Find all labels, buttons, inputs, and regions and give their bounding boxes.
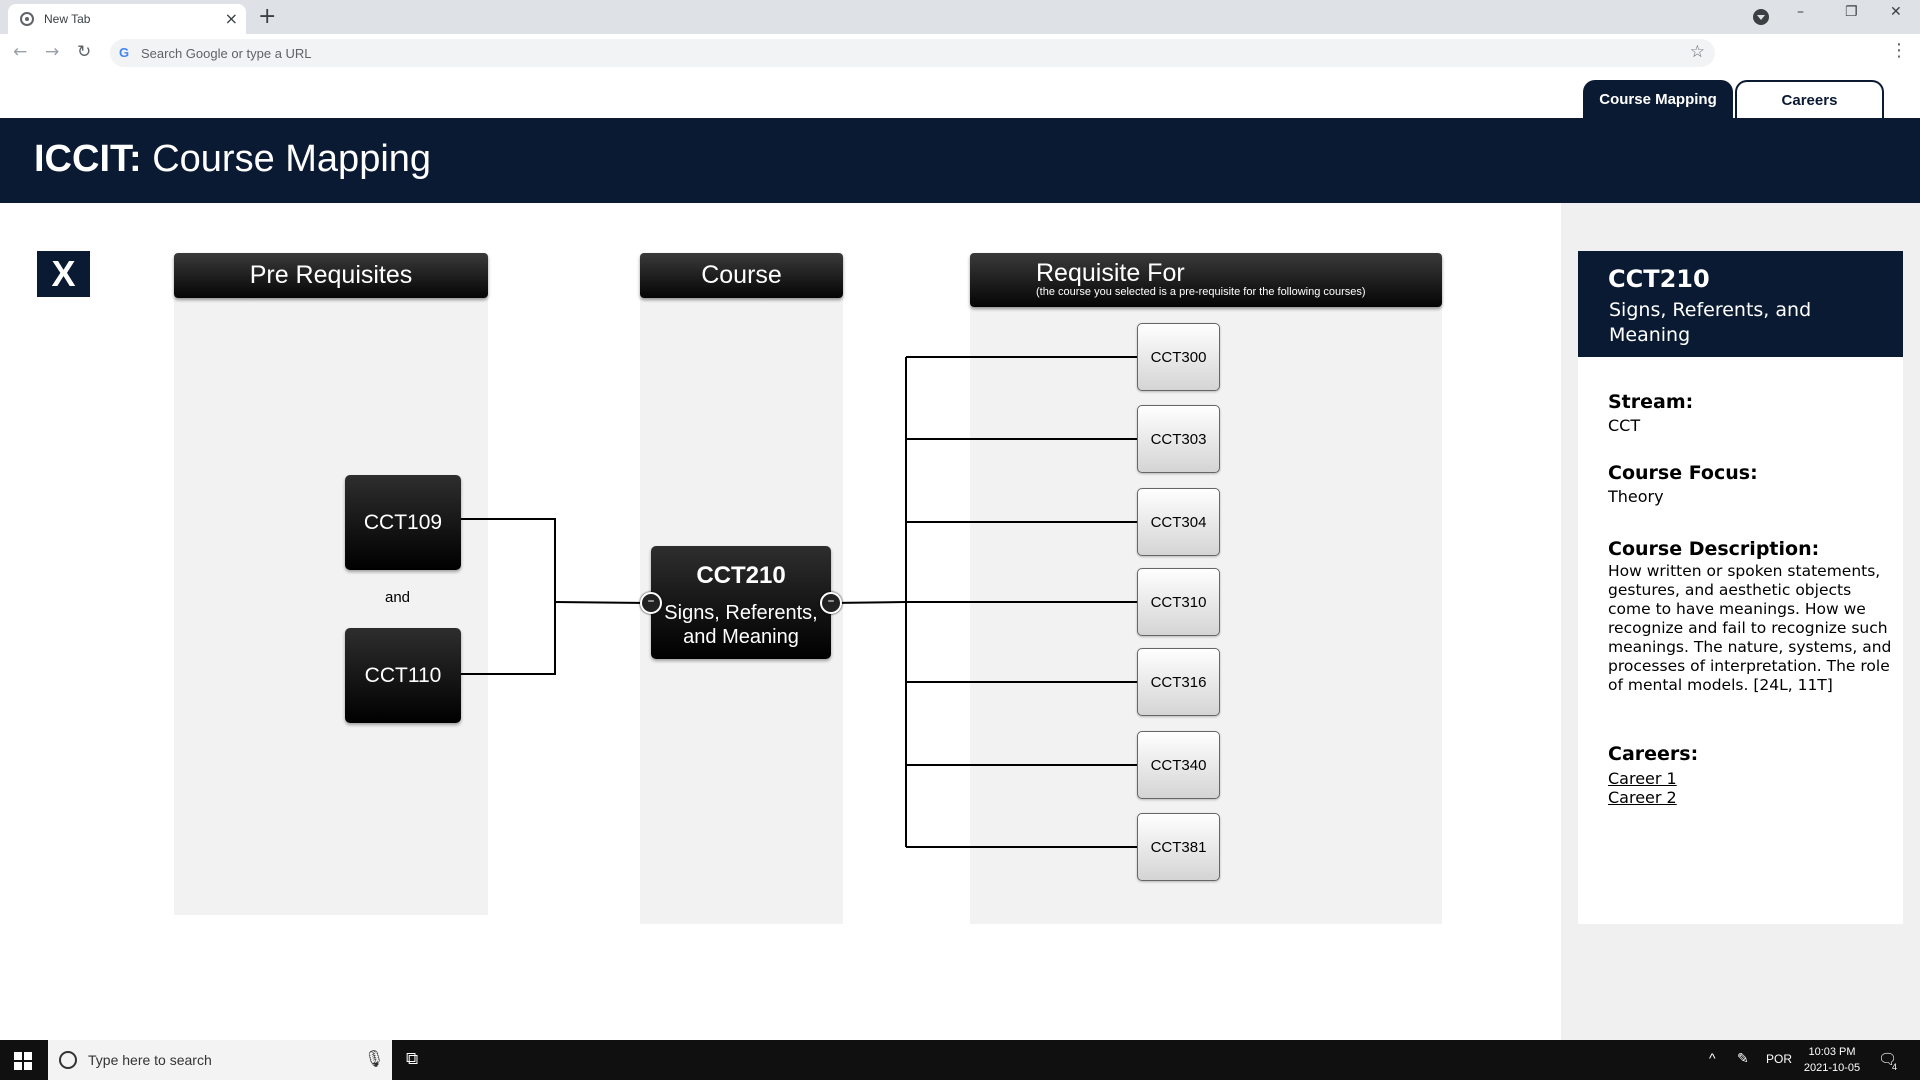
- career-link[interactable]: Career 2: [1608, 788, 1677, 807]
- new-tab-button[interactable]: +: [258, 4, 277, 29]
- careers-section: Careers: Career 1 Career 2: [1608, 743, 1698, 807]
- requisite-for-header: Requisite For (the course you selected i…: [970, 253, 1442, 307]
- browser-toolbar: ← → ↻ G Search Google or type a URL ☆ ⋮: [0, 34, 1920, 70]
- stream-label: Stream:: [1608, 391, 1694, 413]
- brand-subtitle: Course Mapping: [141, 138, 432, 180]
- course-header: Course: [640, 253, 843, 298]
- focus-section: Course Focus: Theory: [1608, 462, 1758, 506]
- browser-tab-strip: New Tab × + – ❐ ✕: [0, 0, 1920, 34]
- prereq-joiner-label: and: [385, 589, 411, 606]
- requisite-for-subtitle: (the course you selected is a pre-requis…: [1036, 286, 1366, 298]
- careers-label: Careers:: [1608, 743, 1699, 765]
- app-header: ICCIT: Course Mapping: [0, 118, 1920, 203]
- notification-count: 4: [1892, 1062, 1898, 1072]
- forward-button[interactable]: →: [45, 42, 60, 62]
- requisite-node[interactable]: CCT381: [1137, 813, 1220, 881]
- course-details-card: [1578, 251, 1903, 924]
- tray-chevron-icon[interactable]: ^: [1709, 1050, 1716, 1066]
- focus-value: Theory: [1608, 487, 1664, 506]
- brand-name: ICCIT:: [34, 138, 142, 180]
- notifications-icon[interactable]: 🗨: [1878, 1051, 1898, 1068]
- description-label: Course Description:: [1608, 538, 1820, 560]
- stream-value: CCT: [1608, 416, 1641, 435]
- requisite-node[interactable]: CCT304: [1137, 488, 1220, 556]
- profile-dropdown-icon[interactable]: [1753, 9, 1769, 25]
- chrome-favicon-icon: [20, 12, 34, 26]
- taskbar-search-box[interactable]: Type here to search 🎙: [48, 1040, 392, 1080]
- stream-section: Stream: CCT: [1608, 391, 1693, 435]
- page-title: ICCIT: Course Mapping: [34, 138, 431, 181]
- prerequisites-column: [174, 260, 488, 915]
- requisite-node[interactable]: CCT310: [1137, 568, 1220, 636]
- collapse-prereqs-toggle[interactable]: –: [640, 592, 662, 614]
- selected-course-code: CCT210: [696, 562, 786, 589]
- microphone-icon[interactable]: 🎙: [364, 1049, 385, 1068]
- window-close-button[interactable]: ✕: [1890, 4, 1902, 20]
- taskbar-search-placeholder: Type here to search: [88, 1052, 212, 1068]
- clock-date: 2021-10-05: [1803, 1062, 1861, 1074]
- requisite-node[interactable]: CCT340: [1137, 731, 1220, 799]
- taskbar-clock[interactable]: 10:03 PM 2021-10-05: [1798, 1044, 1866, 1076]
- description-section: Course Description: How written or spoke…: [1608, 538, 1893, 695]
- reload-button[interactable]: ↻: [77, 42, 92, 62]
- google-icon: G: [119, 45, 130, 60]
- selected-course-node[interactable]: CCT210 Signs, Referents, and Meaning: [651, 546, 831, 659]
- browser-tab-title: New Tab: [44, 12, 91, 26]
- requisite-for-title: Requisite For: [1036, 259, 1185, 287]
- bookmark-star-icon[interactable]: ☆: [1689, 42, 1705, 62]
- windows-taskbar: Type here to search 🎙 ⧉ ^ ✎ POR 10:03 PM…: [0, 1040, 1920, 1080]
- collapse-requisites-toggle[interactable]: –: [820, 592, 842, 614]
- pen-icon[interactable]: ✎: [1737, 1050, 1749, 1066]
- details-course-name: Signs, Referents, and Meaning: [1609, 299, 1812, 346]
- browser-tab[interactable]: New Tab ×: [8, 4, 246, 34]
- requisite-node[interactable]: CCT300: [1137, 323, 1220, 391]
- clock-time: 10:03 PM: [1808, 1046, 1856, 1058]
- windows-start-icon[interactable]: [14, 1052, 32, 1070]
- prerequisites-header: Pre Requisites: [174, 253, 488, 298]
- restore-button[interactable]: ❐: [1845, 4, 1858, 20]
- cortana-icon: [59, 1051, 77, 1069]
- address-bar[interactable]: G Search Google or type a URL ☆: [110, 39, 1715, 67]
- language-indicator[interactable]: POR: [1766, 1052, 1793, 1066]
- selected-course-name: Signs, Referents, and Meaning: [664, 602, 818, 648]
- minimize-button[interactable]: –: [1797, 4, 1804, 20]
- requisite-node[interactable]: CCT303: [1137, 405, 1220, 473]
- prereq-node-cct110[interactable]: CCT110: [345, 628, 461, 723]
- tab-course-mapping[interactable]: Course Mapping: [1583, 80, 1733, 118]
- browser-menu-icon[interactable]: ⋮: [1890, 40, 1908, 61]
- requisite-node[interactable]: CCT316: [1137, 648, 1220, 716]
- tab-careers[interactable]: Careers: [1735, 80, 1884, 118]
- back-button[interactable]: ←: [13, 42, 28, 62]
- close-button[interactable]: X: [37, 251, 90, 297]
- tab-close-icon[interactable]: ×: [224, 9, 238, 28]
- address-placeholder: Search Google or type a URL: [141, 46, 312, 61]
- career-link[interactable]: Career 1: [1608, 769, 1677, 788]
- focus-label: Course Focus:: [1608, 462, 1758, 484]
- prereq-node-cct109[interactable]: CCT109: [345, 475, 461, 570]
- description-text: How written or spoken statements, gestur…: [1608, 562, 1892, 694]
- details-course-code: CCT210: [1608, 265, 1710, 293]
- course-details-header: CCT210 Signs, Referents, and Meaning: [1578, 251, 1903, 357]
- task-view-icon[interactable]: ⧉: [406, 1049, 419, 1069]
